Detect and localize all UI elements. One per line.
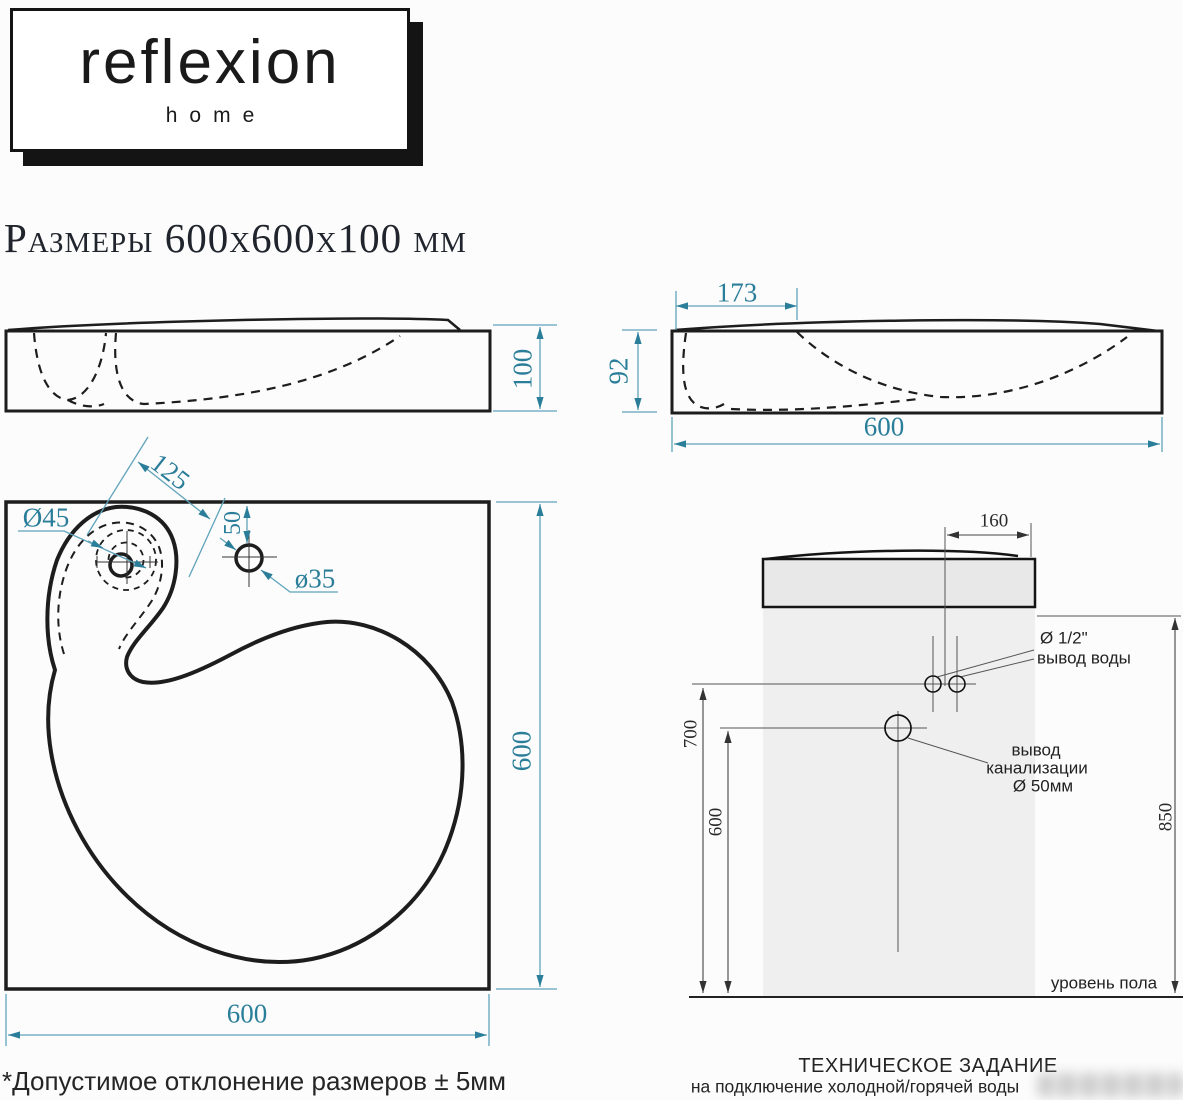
dim-install-height-water: 700 — [680, 719, 702, 749]
dim-top-width: 600 — [226, 998, 268, 1029]
installation-title: ТЕХНИЧЕСКОЕ ЗАДАНИЕ — [798, 1055, 1058, 1077]
water-outlet-left — [924, 675, 942, 693]
dim-faucet-offset: 50 — [220, 511, 246, 535]
installation-subtitle: на подключение холодной/горячей воды — [690, 1076, 1020, 1097]
dim-top-depth: 600 — [506, 730, 537, 772]
label-sewage-line1: вывод — [1011, 740, 1061, 760]
label-water-diameter: Ø 1/2" — [1040, 628, 1088, 648]
label-water-outlet: вывод воды — [1037, 648, 1131, 668]
top-view-linework — [4, 500, 491, 991]
side-view-linework — [670, 318, 1164, 415]
front-view-linework — [4, 317, 492, 413]
dim-install-height-drain: 600 — [705, 807, 727, 837]
label-sewage-line2: канализации — [986, 758, 1088, 778]
watermark-blur — [1038, 1073, 1183, 1097]
brand-logo: reflexion home — [10, 8, 410, 152]
dim-side-width: 600 — [863, 411, 905, 442]
dim-front-height: 100 — [507, 348, 538, 390]
brand-tagline: home — [165, 104, 267, 127]
dim-install-water-offset: 160 — [979, 510, 1009, 532]
water-outlet-right — [948, 675, 966, 693]
brand-name: reflexion — [79, 28, 341, 97]
front-view-dimensions — [493, 324, 557, 412]
top-view-dimensions — [5, 436, 557, 1046]
tolerance-footnote: *Допустимое отклонение размеров ± 5мм — [2, 1066, 507, 1096]
dim-side-rim-width: 173 — [716, 277, 758, 308]
dim-install-height-rim: 850 — [1155, 802, 1177, 832]
side-view-dimensions — [622, 288, 1163, 452]
dim-drain-diameter: Ø45 — [22, 502, 70, 533]
label-floor-level: уровень пола — [1050, 973, 1158, 993]
sink-section — [761, 557, 1037, 609]
label-sewage-line3: Ø 50мм — [1012, 776, 1074, 796]
sewage-outlet — [884, 714, 912, 742]
drain-hole — [108, 552, 134, 578]
dim-faucet-diameter: ø35 — [294, 563, 336, 594]
dim-side-height: 92 — [603, 357, 634, 385]
installation-linework — [689, 523, 1183, 998]
page-title: Размеры 600x600x100 мм — [4, 215, 467, 261]
wall-column — [763, 607, 1035, 997]
